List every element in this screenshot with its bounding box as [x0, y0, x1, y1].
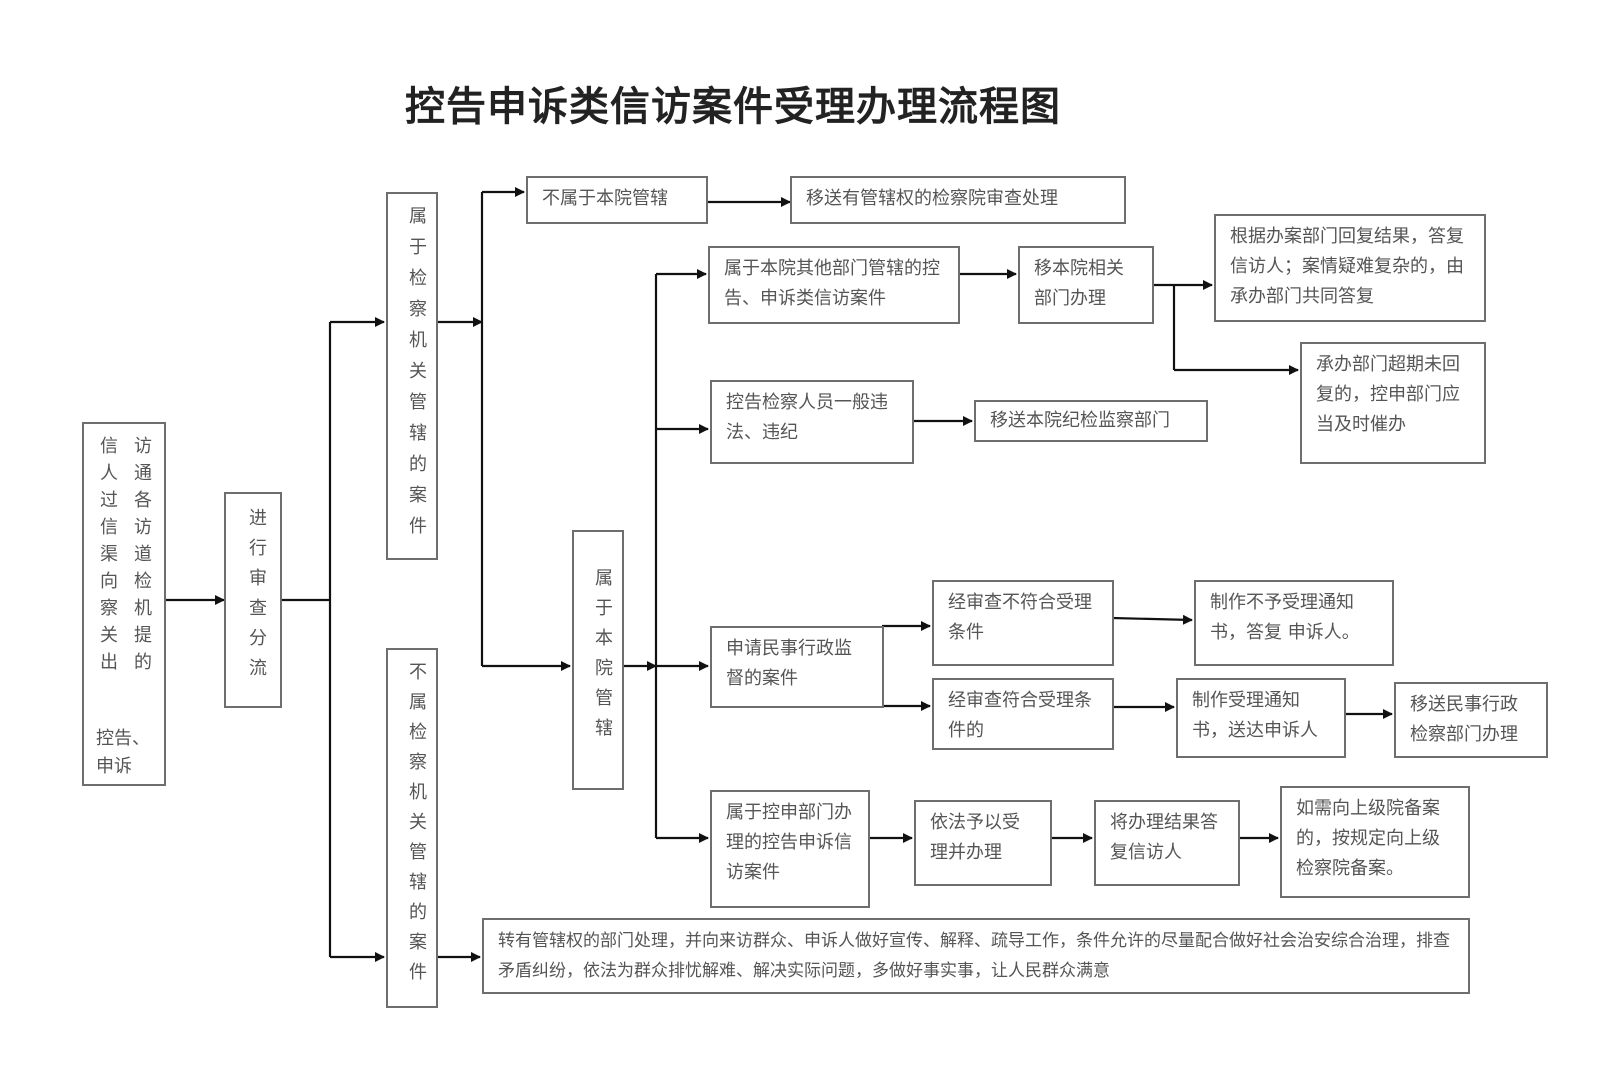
node-accept-notice: 制作受理通知书，送达申诉人: [1176, 678, 1346, 758]
node-start: 信人过信渠向察关出 访通各访道检机提的 控告、 申诉: [82, 422, 166, 786]
node-transfer-civil-admin: 移送民事行政检察部门办理: [1394, 682, 1548, 758]
node-overdue-urge: 承办部门超期未回复的，控申部门应当及时催办: [1300, 342, 1486, 464]
node-complaint-dept: 属于控申部门办理的控告申诉信访案件: [710, 790, 870, 908]
node-civil-admin-text: 申请民事行政监督的案件: [726, 638, 852, 689]
node-accept: 经审查符合受理条件的: [932, 678, 1114, 750]
node-this-court-text: 属于本院管辖: [592, 568, 613, 748]
node-transfer-civil-admin-text: 移送民事行政检察部门办理: [1410, 694, 1518, 745]
node-reply-by-result: 根据办案部门回复结果，答复信访人；案情疑难复杂的，由承办部门共同答复: [1214, 214, 1486, 322]
node-transfer-other-text: 转有管辖权的部门处理，并向来访群众、申诉人做好宣传、解释、疏导工作，条件允许的尽…: [498, 931, 1450, 981]
node-reply-result-text: 将办理结果答复信访人: [1110, 812, 1218, 863]
node-file-superior: 如需向上级院备案的，按规定向上级检察院备案。: [1280, 786, 1470, 898]
node-accept-text: 经审查符合受理条件的: [948, 690, 1092, 741]
node-review-text: 进行审查分流: [246, 508, 267, 688]
node-transfer-jurisdiction: 移送有管辖权的检察院审查处理: [790, 176, 1126, 224]
page-title: 控告申诉类信访案件受理办理流程图: [405, 83, 1061, 130]
node-transfer-related-dept-text: 移本院相关部门办理: [1034, 258, 1124, 309]
node-transfer-discipline: 移送本院纪检监察部门: [974, 400, 1208, 442]
node-reply-result: 将办理结果答复信访人: [1094, 800, 1240, 886]
node-not-this-court: 不属于本院管辖: [526, 176, 708, 224]
node-complaint-dept-text: 属于控申部门办理的控告申诉信访案件: [726, 802, 852, 883]
node-belong-procuratorate-text: 属于检察机关管辖的案件: [406, 206, 427, 547]
node-other-dept-text: 属于本院其他部门管辖的控告、申诉类信访案件: [724, 258, 940, 309]
node-this-court: 属于本院管辖: [572, 530, 624, 790]
node-belong-procuratorate: 属于检察机关管辖的案件: [386, 192, 438, 560]
node-overdue-urge-text: 承办部门超期未回复的，控申部门应当及时催办: [1316, 354, 1460, 435]
node-transfer-related-dept: 移本院相关部门办理: [1018, 246, 1154, 324]
node-personnel-violation-text: 控告检察人员一般违法、违纪: [726, 392, 888, 443]
node-not-accept-notice: 制作不予受理通知书，答复 申诉人。: [1194, 580, 1394, 666]
node-other-dept: 属于本院其他部门管辖的控告、申诉类信访案件: [708, 246, 960, 324]
node-not-accept-text: 经审查不符合受理条件: [948, 592, 1092, 643]
node-not-accept: 经审查不符合受理条件: [932, 580, 1114, 666]
node-start-col1: 信人过信渠向察关出: [97, 436, 118, 679]
node-not-belong-procuratorate-text: 不属检察机关管辖的案件: [406, 662, 427, 992]
node-not-accept-notice-text: 制作不予受理通知书，答复 申诉人。: [1210, 592, 1360, 643]
node-civil-admin: 申请民事行政监督的案件: [710, 626, 884, 708]
node-handle-by-law-text: 依法予以受理并办理: [930, 812, 1020, 863]
node-reply-by-result-text: 根据办案部门回复结果，答复信访人；案情疑难复杂的，由承办部门共同答复: [1230, 226, 1464, 307]
node-not-this-court-text: 不属于本院管辖: [542, 188, 668, 209]
node-review: 进行审查分流: [224, 492, 282, 708]
node-transfer-other: 转有管辖权的部门处理，并向来访群众、申诉人做好宣传、解释、疏导工作，条件允许的尽…: [482, 918, 1470, 994]
node-handle-by-law: 依法予以受理并办理: [914, 800, 1052, 886]
node-accept-notice-text: 制作受理通知书，送达申诉人: [1192, 690, 1318, 741]
node-file-superior-text: 如需向上级院备案的，按规定向上级检察院备案。: [1296, 798, 1440, 879]
node-start-tail2: 申诉: [96, 756, 132, 777]
node-transfer-discipline-text: 移送本院纪检监察部门: [990, 410, 1170, 431]
node-transfer-jurisdiction-text: 移送有管辖权的检察院审查处理: [806, 188, 1058, 209]
node-personnel-violation: 控告检察人员一般违法、违纪: [710, 380, 914, 464]
node-start-tail1: 控告、: [96, 728, 150, 749]
node-not-belong-procuratorate: 不属检察机关管辖的案件: [386, 648, 438, 1008]
node-start-col2: 访通各访道检机提的: [131, 436, 152, 679]
